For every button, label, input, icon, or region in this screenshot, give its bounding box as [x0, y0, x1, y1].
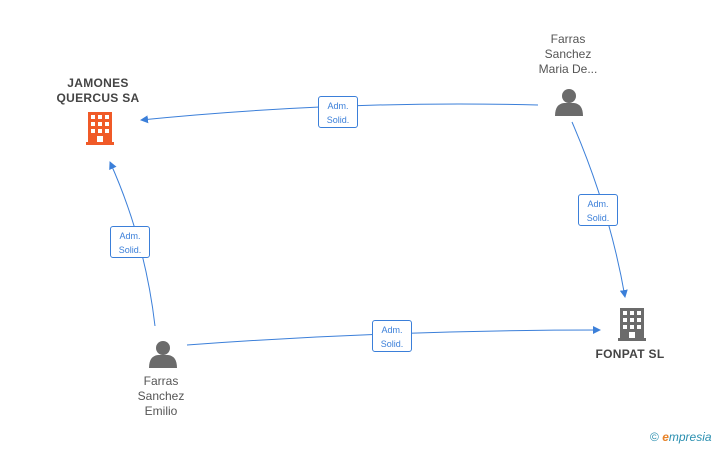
copyright-icon: ©	[650, 430, 659, 444]
brand-logo-e: e	[662, 430, 669, 444]
edge-label-line: Solid.	[118, 245, 142, 255]
edge-label-line: Adm.	[587, 199, 609, 209]
edge-label-line: Adm.	[327, 101, 349, 111]
person-name-line: Farras	[143, 374, 179, 388]
company-label-jamones[interactable]: JAMONES QUERCUS SA	[40, 76, 156, 106]
person-name-line: Emilio	[144, 404, 178, 418]
edge-label-emilio-jamones: Adm. Solid.	[110, 226, 150, 258]
edge-label-line: Solid.	[586, 213, 610, 223]
edge-label-line: Adm.	[381, 325, 403, 335]
edge-label-line: Solid.	[380, 339, 404, 349]
brand-footer[interactable]: © empresia	[650, 430, 712, 444]
edge-label-line: Adm.	[119, 231, 141, 241]
edge-label-maria-fonpat: Adm. Solid.	[578, 194, 618, 226]
building-icon[interactable]	[618, 308, 646, 341]
company-name-line: QUERCUS SA	[56, 91, 140, 105]
person-icon[interactable]	[555, 89, 583, 116]
edge-label-maria-jamones: Adm. Solid.	[318, 96, 358, 128]
person-icon[interactable]	[149, 341, 177, 368]
company-name-line: JAMONES	[67, 76, 129, 90]
company-label-fonpat[interactable]: FONPAT SL	[584, 347, 676, 362]
building-icon[interactable]	[86, 112, 114, 145]
person-name-line: Farras	[550, 32, 586, 46]
person-label-maria[interactable]: Farras Sanchez Maria De...	[520, 32, 616, 77]
edge-label-emilio-fonpat: Adm. Solid.	[372, 320, 412, 352]
person-name-line: Sanchez	[137, 389, 185, 403]
company-name-line: FONPAT SL	[595, 347, 665, 361]
brand-logo-text: mpresia	[668, 430, 712, 444]
person-name-line: Sanchez	[544, 47, 592, 61]
person-label-emilio[interactable]: Farras Sanchez Emilio	[113, 374, 209, 419]
edge-label-line: Solid.	[326, 115, 350, 125]
person-name-line: Maria De...	[538, 62, 598, 76]
